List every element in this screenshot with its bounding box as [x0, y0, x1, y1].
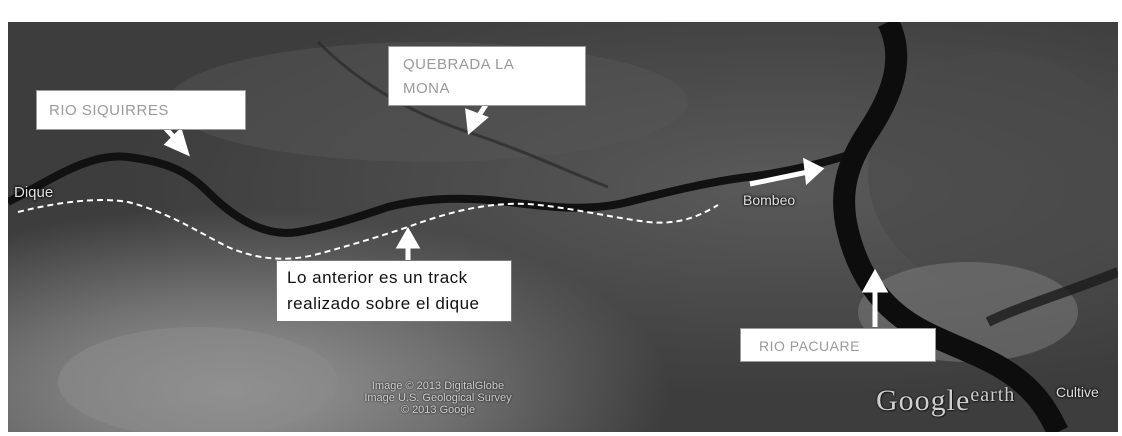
rio-pacuare-label: RIO PACUARE — [740, 328, 936, 362]
rio-pacuare-river-branch — [985, 267, 1118, 327]
quebrada-la-mona-line1: QUEBRADA LA — [403, 56, 515, 73]
satellite-map[interactable]: RIO SIQUIRRES QUEBRADA LA MONA RIO PACUA… — [8, 22, 1118, 432]
track-note-line2: realizado sobre el dique — [287, 294, 480, 313]
credit-line2: Image U.S. Geological Survey — [364, 392, 512, 404]
credit-line3: © 2013 Google — [400, 404, 476, 416]
track-note-label: Lo anterior es un track realizado sobre … — [276, 260, 512, 322]
imagery-credits: Image © 2013 DigitalGlobe Image U.S. Geo… — [318, 380, 558, 416]
bombeo-label: Bombeo — [743, 192, 796, 208]
terrain-patch — [58, 327, 338, 432]
credit-line1: Image © 2013 DigitalGlobe — [371, 380, 505, 392]
corner-text: Cultive — [1056, 384, 1099, 400]
dique-track — [17, 199, 719, 260]
quebrada-la-mona-label: QUEBRADA LA MONA — [388, 46, 586, 106]
terrain-patch — [868, 52, 1118, 292]
rio-siquirres-river — [8, 148, 860, 237]
arrow-icon — [395, 226, 421, 260]
dique-label: Dique — [14, 184, 54, 201]
quebrada-la-mona-line2: MONA — [403, 80, 450, 97]
track-note-line1: Lo anterior es un track — [287, 268, 468, 287]
rio-siquirres-label: RIO SIQUIRRES — [36, 90, 246, 130]
arrow-icon — [861, 268, 889, 327]
earth-logo-text: earth — [970, 384, 1016, 406]
google-earth-logo: Googleearth — [876, 384, 1015, 418]
arrow-icon — [749, 157, 825, 187]
rio-pacuare-river — [833, 22, 1068, 432]
google-logo-text: Google — [876, 384, 971, 417]
